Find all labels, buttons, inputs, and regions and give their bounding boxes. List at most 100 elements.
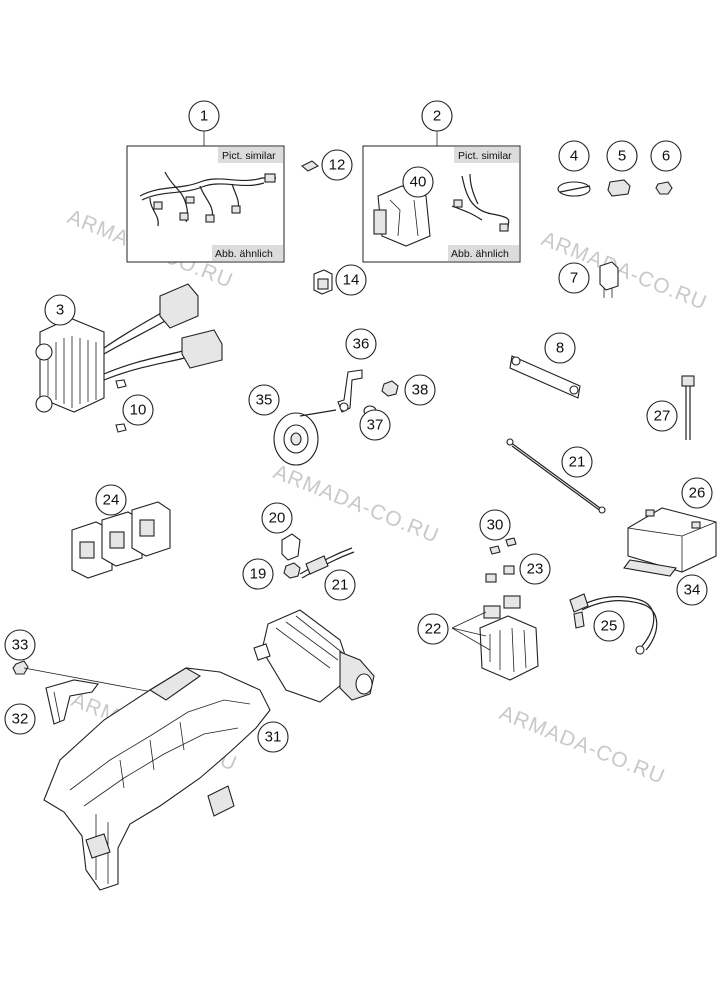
box-label-bottom: Abb. ähnlich <box>451 248 509 260</box>
part-25-cable <box>569 593 658 655</box>
callout-24: 24 <box>95 484 127 516</box>
svg-text:33: 33 <box>12 637 29 654</box>
callout-34: 34 <box>676 574 708 606</box>
callout-10: 10 <box>122 394 154 426</box>
callout-40: 40 <box>402 166 434 198</box>
starter-motor <box>253 609 375 703</box>
part-21-cable-lower <box>299 547 355 579</box>
callout-27: 27 <box>646 400 678 432</box>
svg-text:22: 22 <box>425 621 442 638</box>
part-23-fuses <box>485 565 515 583</box>
svg-text:10: 10 <box>130 402 147 419</box>
svg-text:14: 14 <box>343 272 360 289</box>
wiring-harness-drawing <box>139 171 276 227</box>
callout-33: 33 <box>4 629 36 661</box>
callout-6: 6 <box>650 140 682 172</box>
callout-22: 22 <box>417 613 449 645</box>
svg-text:19: 19 <box>250 566 267 583</box>
box-label-bottom: Abb. ähnlich <box>215 248 273 260</box>
part-19-nut <box>283 562 301 579</box>
svg-text:27: 27 <box>654 408 671 425</box>
callout-21: 21 <box>561 446 593 478</box>
callout-7: 7 <box>558 262 590 294</box>
callout-38: 38 <box>404 374 436 406</box>
detail-box-harness-bracket: Pict. similar Abb. ähnlich <box>362 131 521 263</box>
callout-20: 20 <box>261 502 293 534</box>
part-6-clip <box>655 181 673 195</box>
part-31-frame <box>43 667 271 891</box>
svg-text:12: 12 <box>329 157 346 174</box>
callout-25: 25 <box>593 610 625 642</box>
svg-text:35: 35 <box>256 392 273 409</box>
part-21-cable <box>506 438 606 514</box>
part-22-fuse-box <box>451 595 539 681</box>
box-label-top: Pict. similar <box>222 150 276 162</box>
callout-2: 2 <box>421 100 453 132</box>
svg-text:24: 24 <box>103 492 120 509</box>
callout-30: 30 <box>479 509 511 541</box>
svg-text:21: 21 <box>332 577 349 594</box>
part-8-plate <box>509 355 581 399</box>
callout-8: 8 <box>544 332 576 364</box>
callout-31: 31 <box>257 721 289 753</box>
part-33-screw <box>12 660 29 675</box>
watermark: ARMADA-CO.RU <box>270 460 442 547</box>
callout-1: 1 <box>188 100 220 132</box>
svg-text:7: 7 <box>570 270 578 287</box>
callout-21: 21 <box>324 569 356 601</box>
box-label-top: Pict. similar <box>458 150 512 162</box>
callout-26: 26 <box>681 477 713 509</box>
part-34-pad <box>623 559 677 577</box>
part-12-drawing <box>301 160 319 172</box>
callout-5: 5 <box>606 140 638 172</box>
part-30-screws <box>489 537 517 555</box>
svg-text:1: 1 <box>200 108 208 125</box>
svg-text:3: 3 <box>56 302 64 319</box>
callouts: 1 2 3 4 5 6 7 8 10 12 14 19 20 21 21 22 … <box>4 100 713 753</box>
svg-text:23: 23 <box>527 561 544 578</box>
callout-12: 12 <box>321 149 353 181</box>
callout-35: 35 <box>248 384 280 416</box>
svg-text:4: 4 <box>570 148 578 165</box>
part-14-drawing <box>313 269 333 295</box>
svg-text:36: 36 <box>353 336 370 353</box>
part-35-horn <box>273 409 337 466</box>
part-3-voltage-regulator <box>35 283 223 433</box>
callout-37: 37 <box>359 409 391 441</box>
svg-text:32: 32 <box>12 711 29 728</box>
svg-text:8: 8 <box>556 340 564 357</box>
svg-text:30: 30 <box>487 517 504 534</box>
callout-19: 19 <box>242 558 274 590</box>
watermark: ARMADA-CO.RU <box>496 701 668 788</box>
callout-14: 14 <box>335 264 367 296</box>
part-36-bracket <box>337 369 363 413</box>
part-24-relay-group <box>71 501 171 579</box>
svg-text:37: 37 <box>367 417 384 434</box>
svg-text:6: 6 <box>662 148 670 165</box>
part-5-clip <box>607 179 631 197</box>
part-20-cap <box>281 533 301 561</box>
callout-23: 23 <box>519 553 551 585</box>
callout-32: 32 <box>4 703 36 735</box>
svg-text:26: 26 <box>689 485 706 502</box>
svg-text:21: 21 <box>569 454 586 471</box>
svg-text:25: 25 <box>601 618 618 635</box>
svg-text:20: 20 <box>269 510 286 527</box>
bracket-drawing <box>373 173 510 247</box>
svg-text:2: 2 <box>433 108 441 125</box>
svg-text:38: 38 <box>412 382 429 399</box>
svg-text:40: 40 <box>410 174 427 191</box>
part-7-relay <box>599 261 619 298</box>
part-26-battery <box>627 507 717 573</box>
svg-text:5: 5 <box>618 148 626 165</box>
part-38-nut <box>381 380 399 397</box>
callout-3: 3 <box>44 294 76 326</box>
callout-36: 36 <box>345 328 377 360</box>
callout-4: 4 <box>558 140 590 172</box>
part-27-fuse-puller <box>681 375 695 440</box>
part-4-cable-tie <box>557 181 591 197</box>
detail-box-wiring-harness: Pict. similar Abb. ähnlich <box>126 131 285 263</box>
svg-text:31: 31 <box>265 729 282 746</box>
svg-text:34: 34 <box>684 582 701 599</box>
